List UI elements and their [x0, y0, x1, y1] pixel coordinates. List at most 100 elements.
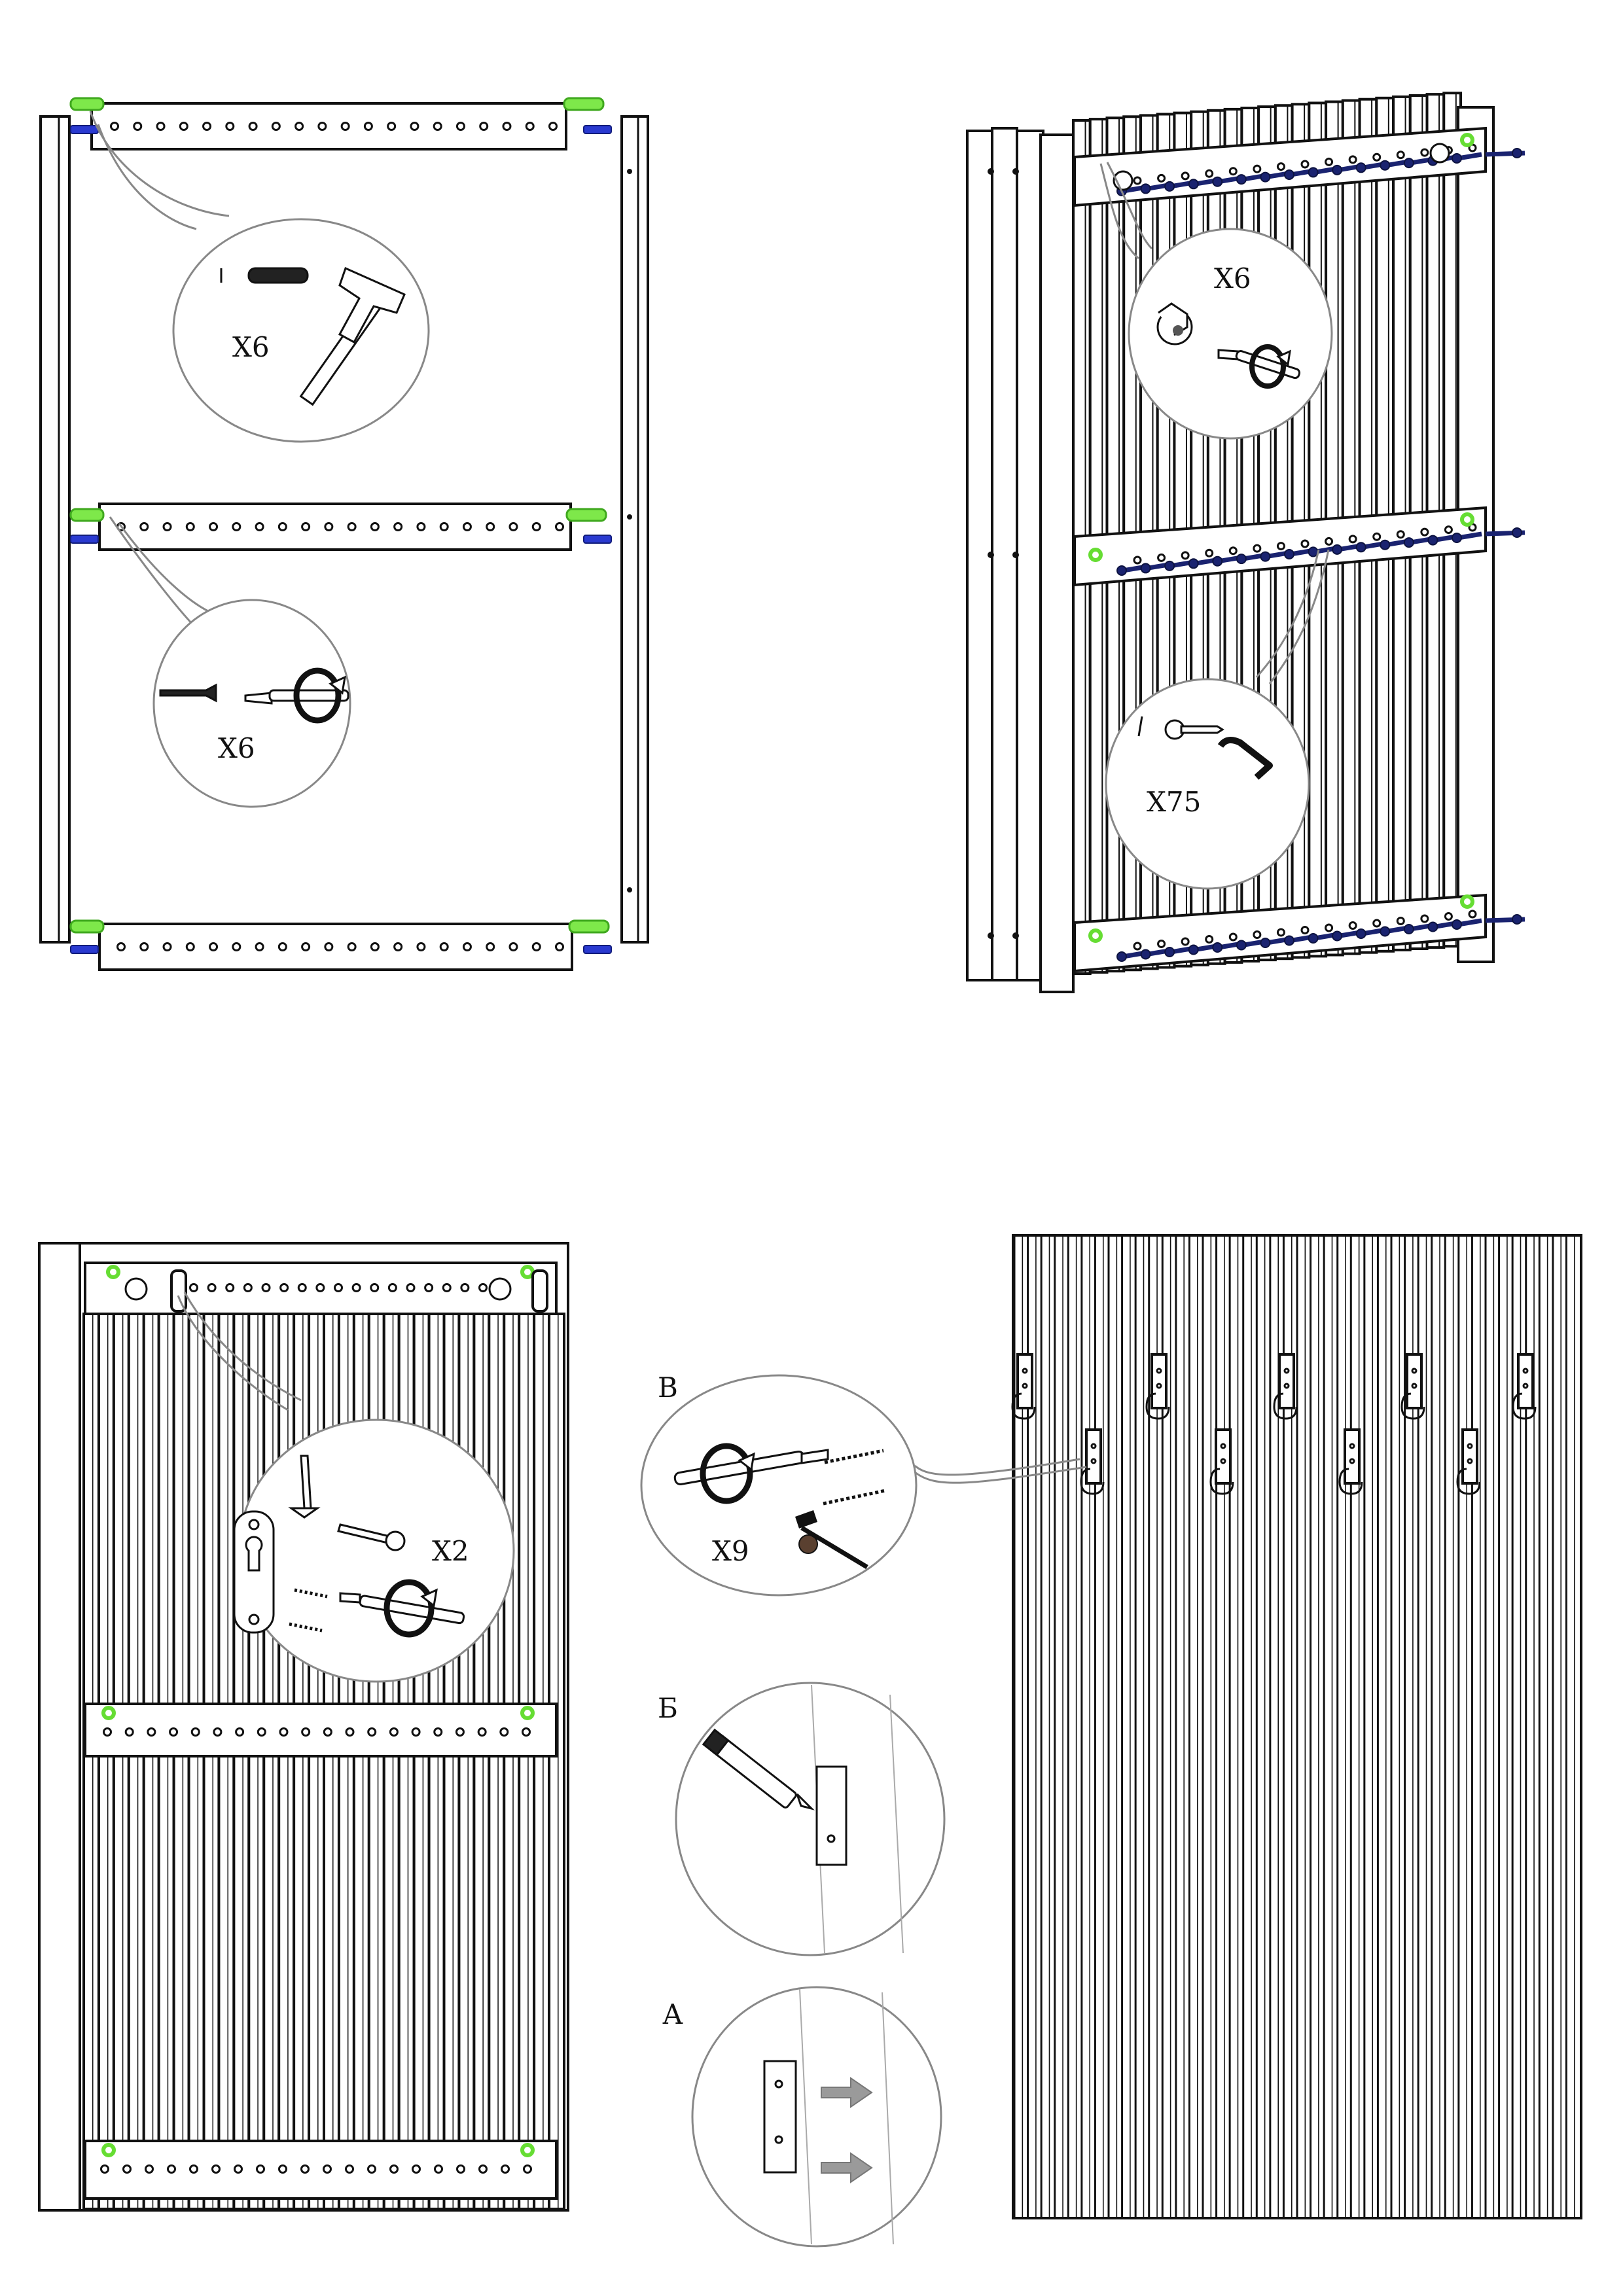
- slat: [127, 1313, 145, 2210]
- rail-hole: [393, 522, 403, 531]
- rail-hole: [1300, 926, 1310, 934]
- rail-hole: [100, 2164, 109, 2174]
- rail-hole: [555, 942, 564, 951]
- slat: [518, 1313, 536, 2210]
- front-post-4: [1039, 133, 1075, 993]
- rail-hole: [323, 2164, 332, 2174]
- rail-hole: [1325, 923, 1334, 932]
- washer-screw-icon: [1164, 719, 1224, 740]
- rail-hole: [255, 942, 264, 951]
- slat: [488, 1313, 506, 2210]
- slat: [217, 1313, 236, 2210]
- slat: [202, 1313, 221, 2210]
- rail-hole: [424, 1283, 434, 1292]
- rail-middle: [84, 1703, 558, 1757]
- rail-hole: [116, 942, 126, 951]
- rail-hole: [477, 1727, 487, 1737]
- rail-hole: [347, 942, 357, 951]
- coat-hook: [1209, 1428, 1234, 1495]
- rail-hole: [1276, 542, 1285, 551]
- wall-plug-icon: [289, 1588, 328, 1633]
- rail-hole: [434, 2164, 443, 2174]
- black-screw-icon: [795, 1510, 868, 1570]
- callout-dowel-qty: X6: [232, 331, 270, 363]
- rail-hole: [1372, 532, 1382, 541]
- callout-camlock-bubble: [1128, 228, 1333, 440]
- rail-hole: [501, 2164, 510, 2174]
- rail-hole: [389, 2164, 399, 2174]
- rail-hole: [340, 122, 350, 131]
- rail-hole: [1300, 539, 1310, 548]
- slat: [473, 1313, 491, 2210]
- rail-hole: [479, 122, 489, 131]
- rail-hole: [145, 2164, 154, 2174]
- callout-screws-qty: X75: [1147, 786, 1201, 818]
- rail-holes: [110, 122, 564, 951]
- slat: [533, 1313, 551, 2210]
- rail-hole: [315, 1283, 325, 1292]
- front-post-3: [1016, 130, 1044, 981]
- rail-hole: [393, 942, 403, 951]
- rail-hole: [139, 942, 149, 951]
- rail-hole: [345, 2164, 354, 2174]
- hook-icon: [763, 2060, 797, 2174]
- coat-hook: [1338, 1428, 1363, 1495]
- rail-hole: [455, 122, 465, 131]
- rail-hole: [334, 1283, 343, 1292]
- rail-hole: [1181, 937, 1190, 946]
- rail-hole: [189, 1283, 198, 1292]
- rail-hole: [190, 1727, 200, 1737]
- rail-hole: [1276, 928, 1285, 937]
- rail-hole: [389, 1727, 399, 1737]
- rail-hole: [370, 522, 380, 531]
- rail-hole: [387, 122, 397, 131]
- rail-hole: [1228, 932, 1238, 942]
- callout-bracket-bubble: [238, 1419, 515, 1683]
- rail-hole: [207, 1283, 217, 1292]
- rail-hole: [255, 522, 264, 531]
- step2-slat-assembly: X6 X75: [966, 92, 1525, 993]
- rail-hole: [301, 522, 311, 531]
- rail-hole: [248, 122, 258, 131]
- rail-hole: [323, 1727, 332, 1737]
- rail-hole: [548, 122, 558, 131]
- rail-hole: [1325, 537, 1334, 546]
- rail-hole: [387, 1283, 397, 1292]
- coat-hook: [1456, 1428, 1481, 1495]
- rail-hole: [460, 1283, 470, 1292]
- rail-hole: [232, 522, 241, 531]
- callout-b-bubble: [675, 1682, 946, 1956]
- slat: [157, 1313, 175, 2210]
- rail-hole: [169, 1727, 179, 1737]
- rail-hole: [1181, 551, 1190, 560]
- callout-cam-qty: X6: [218, 732, 255, 764]
- rail-hole: [209, 522, 219, 531]
- rail-hole: [225, 1283, 235, 1292]
- callout-dowel-bubble: [172, 218, 430, 443]
- rail-hole: [243, 1283, 253, 1292]
- rail-hole: [271, 122, 281, 131]
- coat-hook: [1080, 1428, 1105, 1495]
- rail-hole: [1420, 914, 1429, 923]
- rail-hole: [256, 2164, 265, 2174]
- rail-hole: [1157, 173, 1166, 183]
- step4-hooks: В X9 Б: [640, 1234, 1582, 2248]
- rail-hole: [234, 2164, 243, 2174]
- rail-hole: [277, 942, 287, 951]
- rail-hole: [1133, 942, 1142, 951]
- step3-wall-mount: X2: [38, 1242, 569, 2212]
- rail-hole: [1181, 171, 1190, 181]
- clockwise-rotation-icon: [700, 1443, 755, 1504]
- panel-side-post: [38, 1242, 81, 2212]
- rail-hole: [1444, 525, 1453, 535]
- rail-hole: [351, 1283, 361, 1292]
- rail-hole: [455, 1727, 465, 1737]
- cam-bolt-icon: [159, 683, 217, 703]
- rail-hole: [345, 1727, 355, 1737]
- rail-hole: [279, 1283, 289, 1292]
- slat: [232, 1313, 251, 2210]
- rail-hole: [124, 1727, 134, 1737]
- slat: [172, 1313, 190, 2210]
- coat-hook: [1512, 1353, 1537, 1420]
